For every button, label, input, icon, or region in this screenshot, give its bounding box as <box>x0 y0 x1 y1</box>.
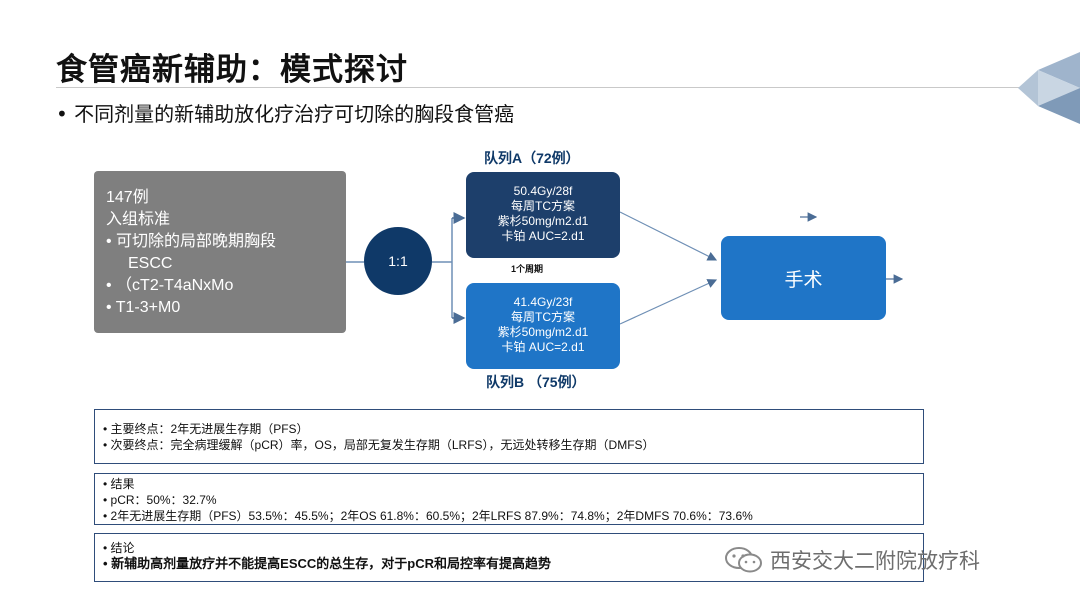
watermark: 西安交大二附院放疗科 <box>724 545 980 575</box>
randomization-circle: 1:1 <box>364 227 432 295</box>
wechat-icon <box>725 547 762 573</box>
enrollment-line: 147例 <box>106 189 149 206</box>
surgery-box: 手术 <box>721 236 886 320</box>
conclusion-box: • 结论 • 新辅助高剂量放疗并不能提高ESCC的总生存，对于pCR和局控率有提… <box>94 533 924 582</box>
cohort-a-line: 50.4Gy/28f <box>513 184 573 198</box>
enrollment-line: • T1-3+M0 <box>106 299 181 316</box>
results-heading: • 结果 <box>103 477 135 491</box>
results-pcr: • pCR：50%：32.7% <box>103 493 217 507</box>
conclusion-text: • 新辅助高剂量放疗并不能提高ESCC的总生存，对于pCR和局控率有提高趋势 <box>103 556 551 571</box>
results-survival: • 2年无进展生存期（PFS）53.5%：45.5%；2年OS 61.8%：60… <box>103 509 753 523</box>
cohort-b-box: 41.4Gy/23f 每周TC方案 紫杉50mg/m2.d1 卡铂 AUC=2.… <box>466 283 620 369</box>
cycle-note: 1个周期 <box>511 264 544 274</box>
secondary-endpoint: • 次要终点：完全病理缓解（pCR）率，OS，局部无复发生存期（LRFS），无远… <box>103 438 655 452</box>
cohort-a-line: 卡铂 AUC=2.d1 <box>501 229 585 243</box>
results-box: • 结果 • pCR：50%：32.7% • 2年无进展生存期（PFS）53.5… <box>94 473 924 525</box>
cohort-b-line: 卡铂 AUC=2.d1 <box>501 340 585 354</box>
enrollment-line: • （cT2-T4aNxMo <box>106 277 234 294</box>
cohort-a-box: 50.4Gy/28f 每周TC方案 紫杉50mg/m2.d1 卡铂 AUC=2.… <box>466 172 620 258</box>
corner-logo-icon <box>1018 52 1080 124</box>
enrollment-line: 入组标准 <box>106 211 171 228</box>
title-divider <box>56 87 1022 88</box>
cohort-b-line: 41.4Gy/23f <box>513 295 573 309</box>
cohort-b-label: 队列B （75例） <box>486 374 586 390</box>
cohort-a-line: 每周TC方案 <box>511 199 575 213</box>
cohort-b-line: 紫杉50mg/m2.d1 <box>497 325 589 339</box>
cohort-a-label: 队列A（72例） <box>484 150 580 166</box>
enrollment-box: 147例 入组标准 • 可切除的局部晚期胸段 ESCC • （cT2-T4aNx… <box>94 171 346 333</box>
slide-subtitle: • 不同剂量的新辅助放化疗治疗可切除的胸段食管癌 <box>56 102 515 126</box>
conclusion-heading: • 结论 <box>103 541 135 555</box>
watermark-text: 西安交大二附院放疗科 <box>770 549 980 573</box>
cohort-b-line: 每周TC方案 <box>511 310 575 324</box>
enrollment-line: • 可切除的局部晚期胸段 <box>106 233 277 250</box>
endpoints-box: • 主要终点：2年无进展生存期（PFS） • 次要终点：完全病理缓解（pCR）率… <box>94 409 924 464</box>
primary-endpoint: • 主要终点：2年无进展生存期（PFS） <box>103 422 309 436</box>
slide-title: 食管癌新辅助：模式探讨 <box>56 52 408 88</box>
enrollment-line: ESCC <box>128 255 173 272</box>
cohort-a-line: 紫杉50mg/m2.d1 <box>497 214 589 228</box>
